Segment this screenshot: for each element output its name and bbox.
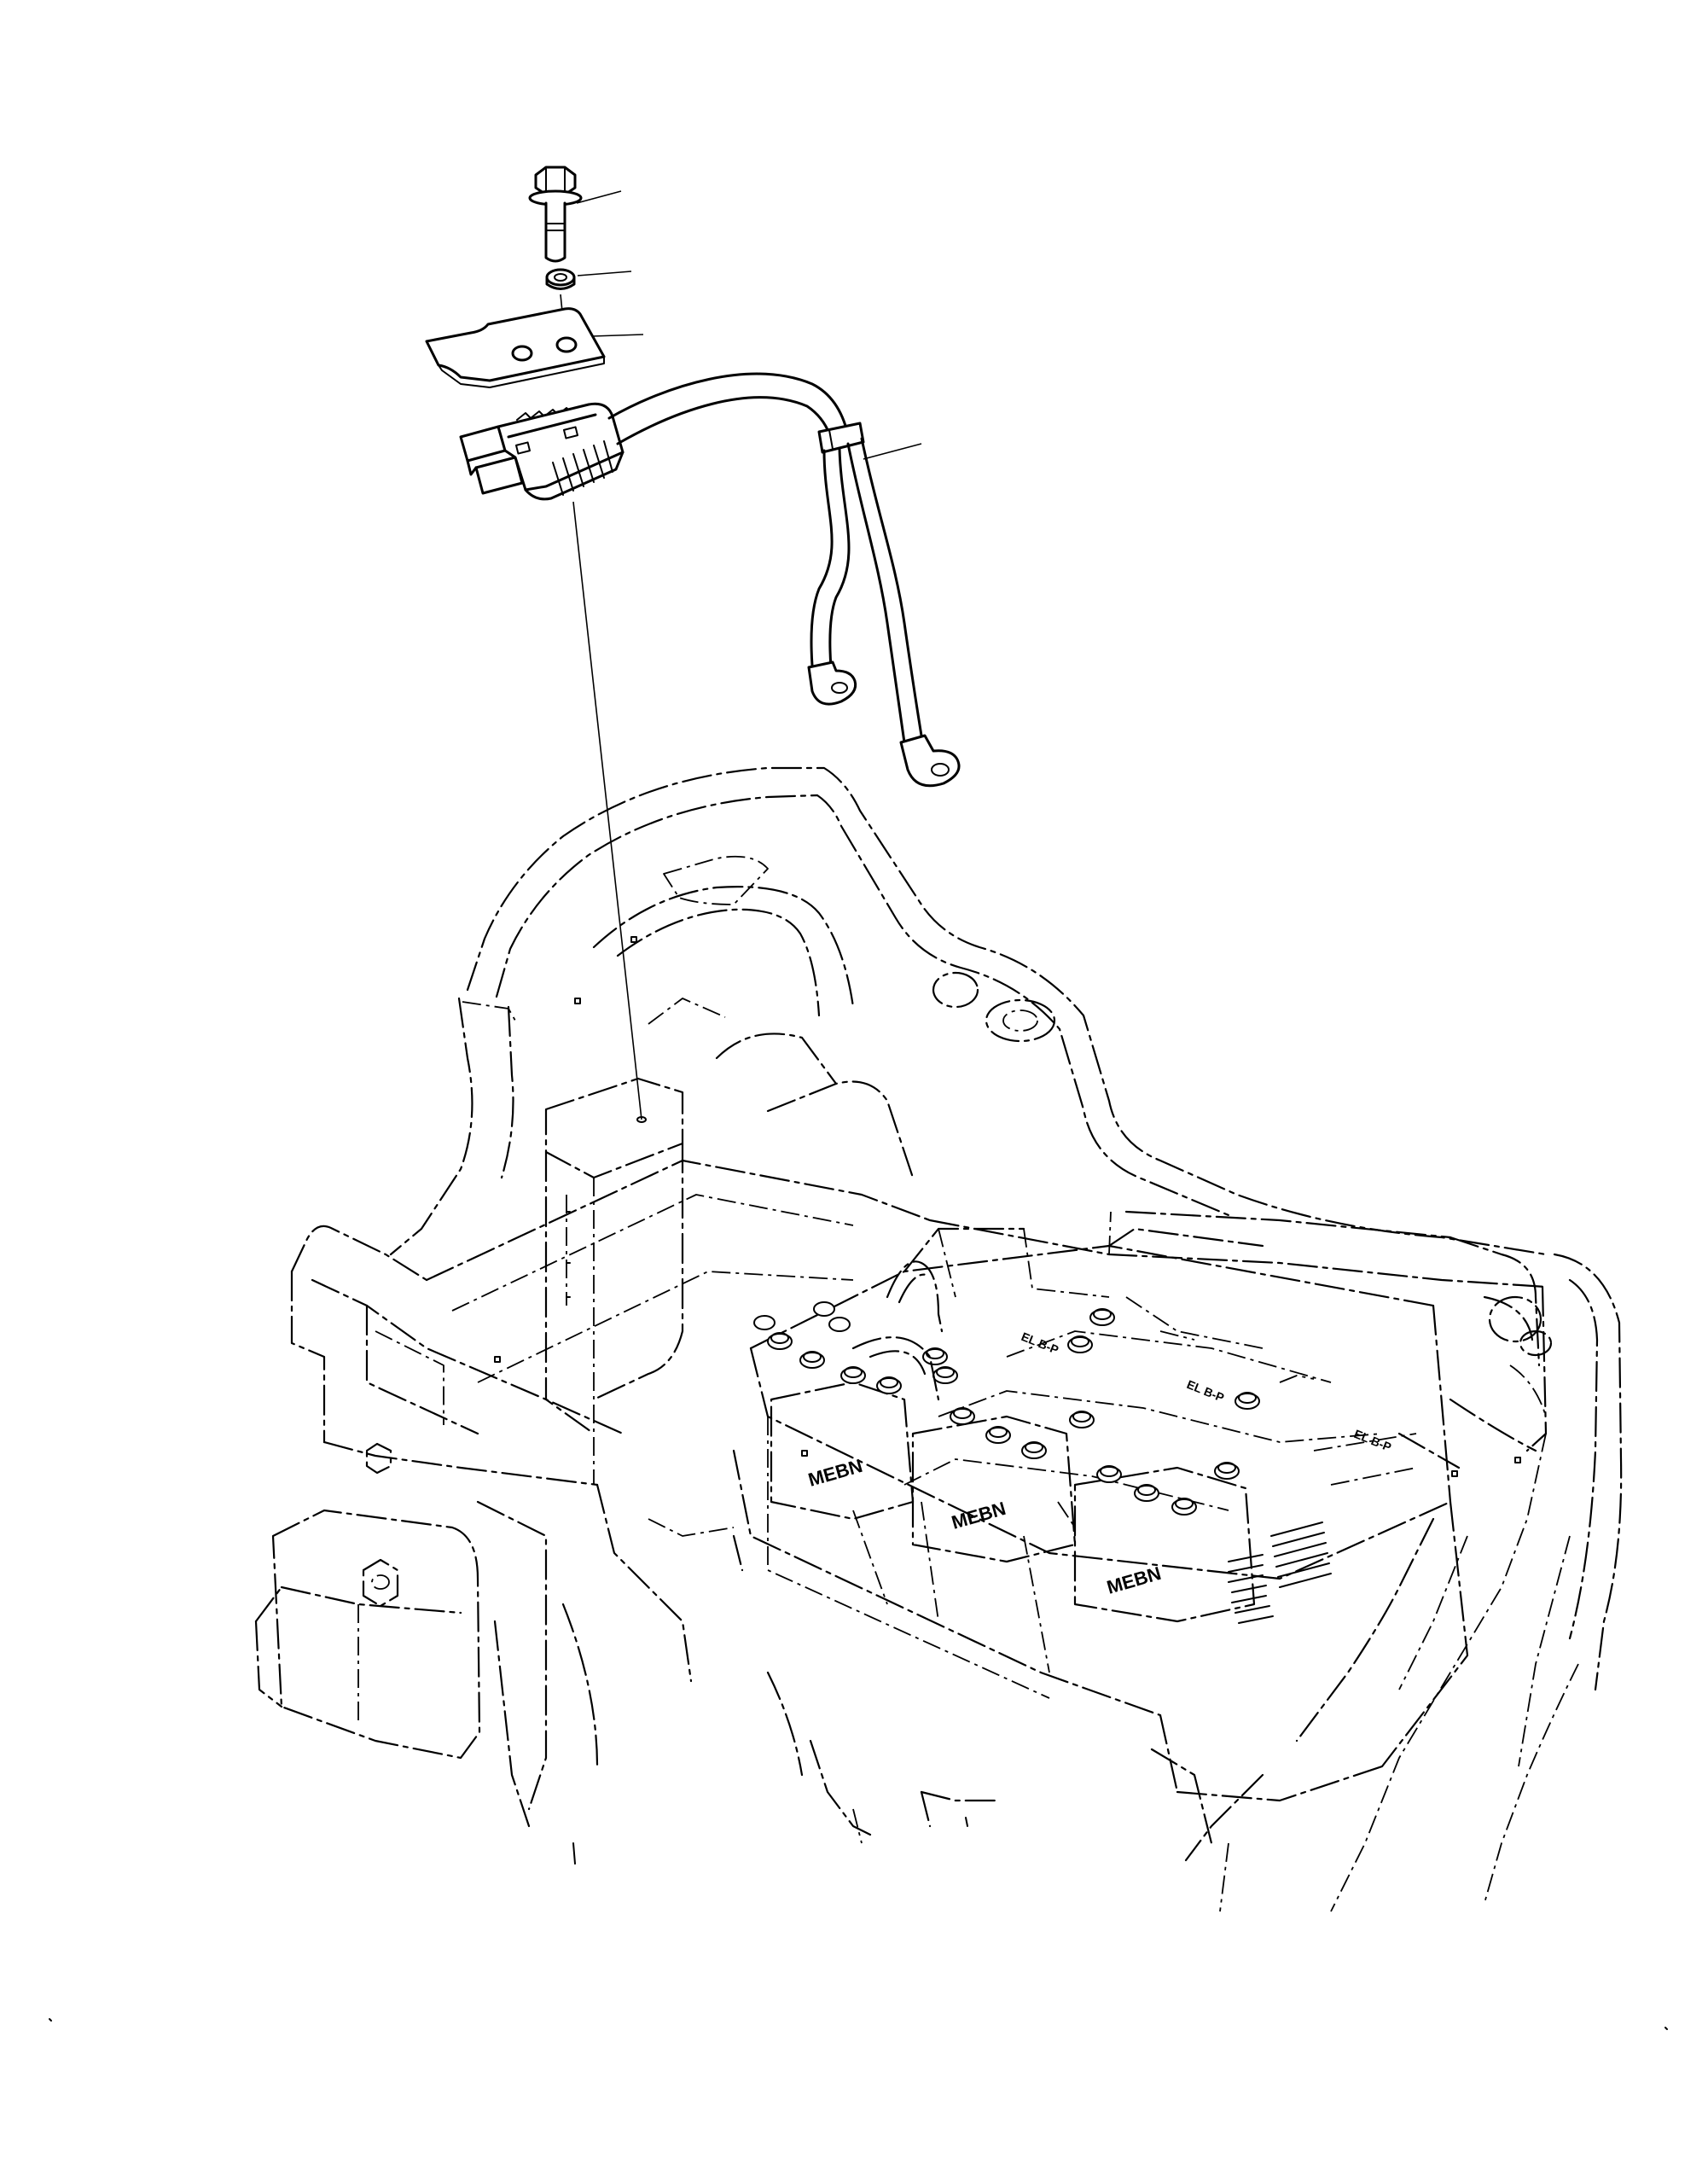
cover-plate <box>425 307 606 388</box>
battery-bus-cables <box>851 1260 1315 1401</box>
battery-connector <box>459 402 625 501</box>
battery-label-1: MEBN <box>805 1455 864 1491</box>
small-marks <box>49 936 1668 2030</box>
hex-bolt <box>528 166 583 263</box>
battery-tray-phantom <box>732 1227 1469 1802</box>
battery-label-3: MEBN <box>1104 1562 1163 1598</box>
battery-cable <box>607 372 961 788</box>
left-housing-phantom <box>254 1442 1213 1865</box>
washer <box>545 268 576 290</box>
cell-label-2: EL B-P <box>1185 1377 1226 1405</box>
leader-plate <box>591 334 644 337</box>
cell-label-1: EL B-P <box>1020 1329 1060 1357</box>
truck-frame-phantom <box>290 766 1623 1912</box>
mounting-post-phantom <box>544 1077 684 1485</box>
leader-cable <box>863 443 922 460</box>
leader-washer <box>577 271 632 276</box>
cell-label-3: EL B-P <box>1352 1427 1393 1454</box>
leader-bolt <box>576 190 622 204</box>
